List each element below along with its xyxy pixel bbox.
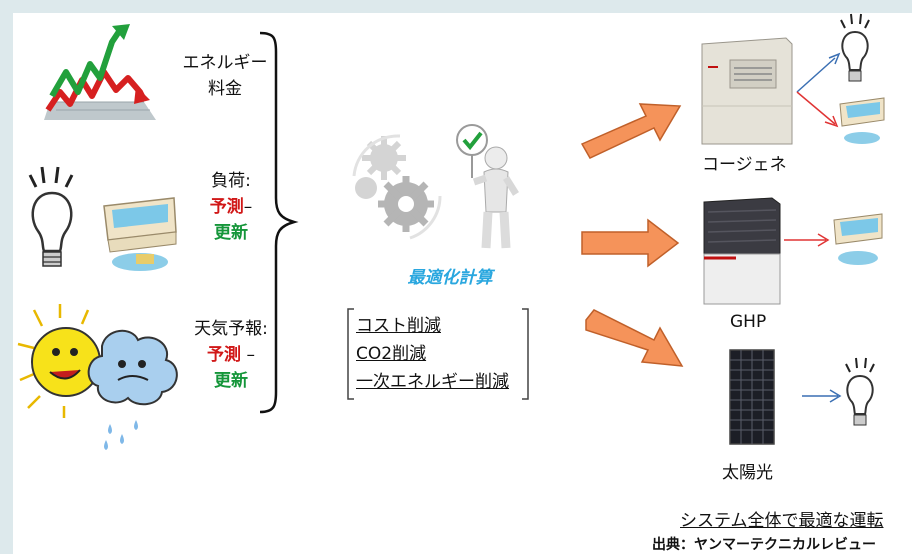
weather-title: 天気予報: [194, 319, 268, 339]
ghp-output-arrow [784, 233, 830, 247]
weather-label: 天気予報: 予測 – 更新 [186, 316, 276, 394]
solar-output-arrow [802, 389, 842, 403]
cogeneration-unit-icon [701, 37, 793, 145]
weather-forecast: 予測 [207, 345, 242, 365]
solar-label: 太陽光 [722, 463, 773, 483]
energy-price-label: エネルギー 料金 [180, 50, 270, 102]
load-separator: – [243, 197, 253, 217]
gears-and-figure-icon [352, 124, 519, 249]
goals-bracket [347, 308, 529, 400]
weather-update: 更新 [214, 371, 248, 391]
load-label: 負荷: 予測– 更新 [196, 168, 266, 246]
weather-separator: – [241, 345, 255, 365]
ghp-label: GHP [730, 312, 767, 332]
source-credit: 出典：ヤンマーテクニカルレビュー [652, 537, 876, 553]
arrow-to-ghp [581, 218, 680, 268]
energy-price-line-2: 料金 [208, 79, 242, 99]
arrow-to-solar [585, 309, 684, 367]
goal-primary-energy: 一次エネルギー削減 [356, 372, 509, 392]
energy-price-line-1: エネルギー [182, 53, 268, 73]
solar-bulb-icon [845, 357, 875, 426]
gas-heat-pump-icon [703, 197, 781, 305]
arrow-to-cogeneration [580, 103, 682, 159]
load-update: 更新 [214, 223, 248, 243]
sun-and-cloud-icon [17, 304, 178, 450]
solar-panel-icon [729, 349, 775, 445]
load-title: 負荷: [211, 171, 251, 191]
bath-icon [103, 197, 177, 271]
goal-cost: コスト削減 [356, 316, 441, 336]
goals-list: コスト削減 CO2削減 一次エネルギー削減 [356, 312, 509, 396]
optimization-label: 最適化計算 [407, 268, 493, 288]
rising-chart-icon [44, 24, 156, 120]
bulb-icon [28, 166, 74, 267]
load-forecast: 予測 [209, 197, 244, 217]
system-optimal-operation: システム全体で最適な運転 [680, 511, 884, 531]
curly-brace [259, 31, 299, 414]
cogeneration-bulb-icon [840, 13, 870, 82]
cogeneration-label: コージェネ [702, 155, 787, 175]
cogeneration-bath-icon [839, 97, 885, 144]
cogeneration-output-arrows [796, 52, 841, 128]
goal-co2: CO2削減 [356, 344, 427, 364]
ghp-bath-icon [833, 213, 883, 265]
